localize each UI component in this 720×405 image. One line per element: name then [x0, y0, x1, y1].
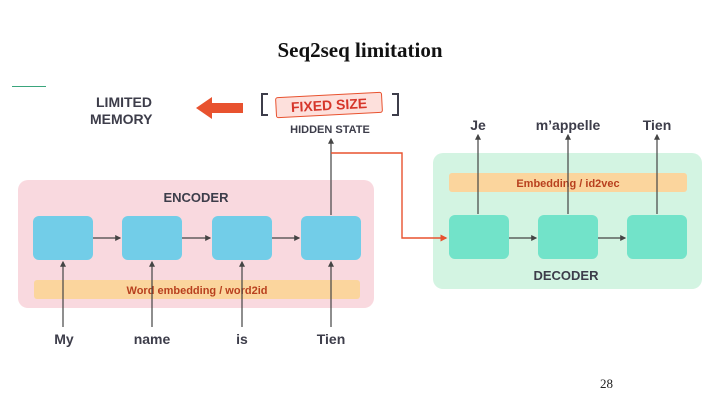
slide-title: Seq2seq limitation — [277, 38, 443, 62]
encoder-cell-3 — [212, 216, 272, 260]
input-word-2: name — [134, 331, 171, 347]
decoder-cell-3 — [627, 215, 687, 259]
encoder-cell-4 — [301, 216, 361, 260]
encoder-cell-2 — [122, 216, 182, 260]
decoder-title: DECODER — [533, 268, 599, 283]
accent-line — [12, 86, 46, 87]
limited-memory-line2: MEMORY — [90, 111, 153, 127]
right-bracket-icon — [392, 93, 399, 116]
output-word-3: Tien — [643, 117, 672, 133]
left-bracket-icon — [261, 93, 268, 116]
limited-memory-line1: LIMITED — [96, 94, 152, 110]
decoder-cell-1 — [449, 215, 509, 259]
fixed-size-tag — [275, 91, 383, 119]
encoder-cell-1 — [33, 216, 93, 260]
encoder-title: ENCODER — [163, 190, 229, 205]
encoder-embedding-bar — [34, 280, 360, 299]
decoder-cell-2 — [538, 215, 598, 259]
page-number: 28 — [600, 376, 613, 391]
encoder-panel — [18, 180, 374, 308]
hidden-state-label: HIDDEN STATE — [290, 124, 370, 136]
output-word-1: Je — [470, 117, 486, 133]
context-vector-arrow — [331, 152, 448, 242]
encoder-embedding-label: Word embedding / word2id — [127, 285, 268, 297]
output-word-2: m’appelle — [536, 117, 601, 133]
big-red-arrow-icon — [196, 97, 243, 119]
fixed-size-label: FIXED SIZE — [291, 95, 368, 115]
input-word-4: Tien — [317, 331, 346, 347]
input-word-3: is — [236, 331, 248, 347]
input-word-1: My — [54, 331, 74, 347]
